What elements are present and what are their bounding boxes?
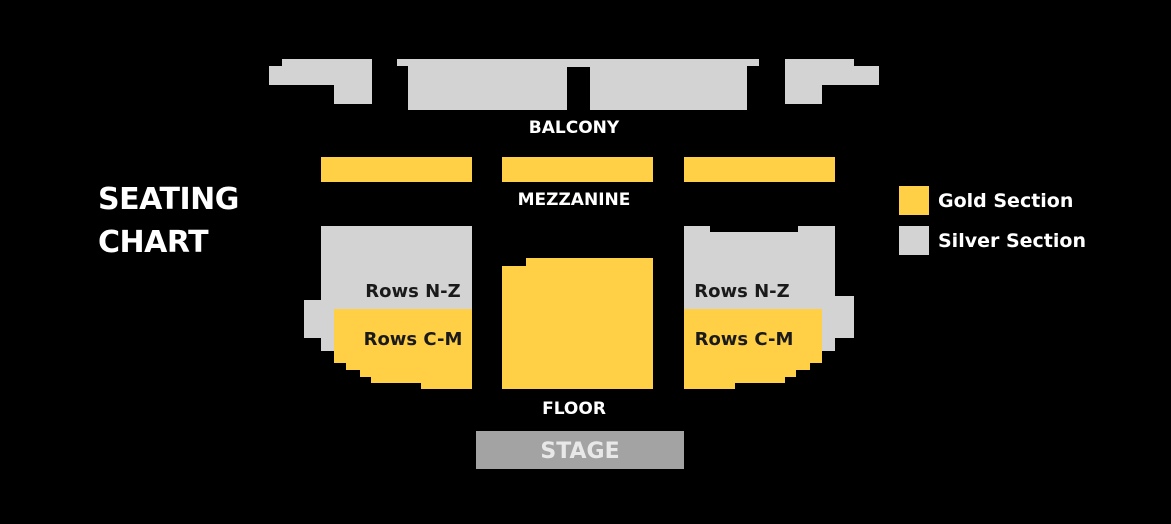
silver-swatch [899, 226, 929, 255]
left-gold-section[interactable] [334, 309, 472, 389]
balcony-right-section[interactable] [785, 59, 879, 104]
right-lower-rows-label: Rows C-M [695, 329, 794, 350]
balcony-center-section[interactable] [397, 59, 759, 110]
title-line-1: SEATING [98, 182, 239, 217]
left-lower-rows-label: Rows C-M [364, 329, 463, 350]
balcony-label: BALCONY [529, 118, 620, 138]
mezzanine-right-section[interactable] [684, 157, 835, 182]
floor-section[interactable] [502, 258, 653, 389]
title-line-2: CHART [98, 225, 209, 260]
mezzanine-label: MEZZANINE [518, 190, 631, 210]
right-upper-rows-label: Rows N-Z [694, 281, 789, 302]
legend: Gold Section Silver Section [899, 186, 1086, 266]
stage-label: STAGE [540, 439, 619, 464]
mezzanine-left-section[interactable] [321, 157, 472, 182]
floor-label: FLOOR [542, 399, 606, 419]
mezzanine-center-section[interactable] [502, 157, 653, 182]
left-upper-rows-label: Rows N-Z [365, 281, 460, 302]
page-title: SEATING CHART [98, 178, 239, 264]
gold-swatch [899, 186, 929, 215]
gold-legend-label: Gold Section [938, 189, 1074, 212]
right-gold-section[interactable] [684, 309, 822, 389]
silver-legend-label: Silver Section [938, 229, 1086, 252]
stage [476, 431, 684, 469]
legend-item-gold: Gold Section [899, 186, 1086, 215]
legend-item-silver: Silver Section [899, 226, 1086, 255]
balcony-left-section[interactable] [269, 59, 372, 104]
